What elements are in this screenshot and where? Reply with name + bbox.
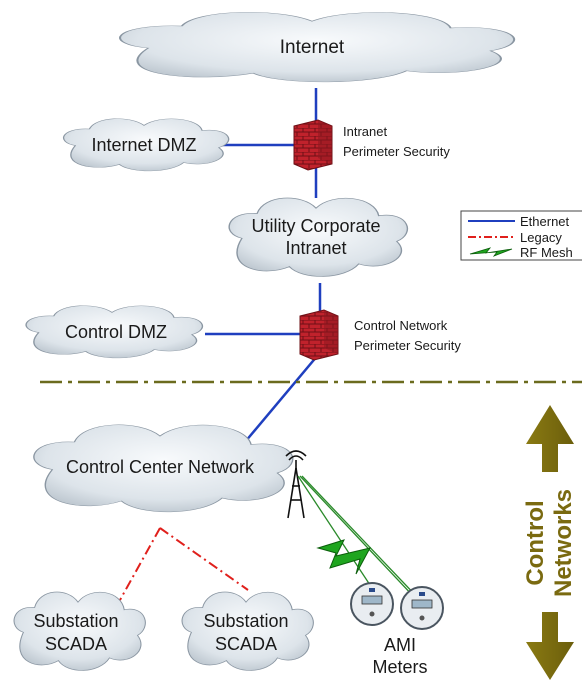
corporate-intranet-label-1: Utility Corporate [251,216,380,236]
radio-tower-icon [285,450,307,519]
substation-1-label-2: SCADA [45,634,107,654]
legend-legacy-label: Legacy [520,230,562,245]
control-firewall-label-2: Perimeter Security [354,338,461,353]
substation-2-label-2: SCADA [215,634,277,654]
internet-label: Internet [280,37,345,58]
substation-scada-cloud-2[interactable] [182,592,313,670]
substation-1-label-1: Substation [33,611,118,631]
ami-label-2: Meters [372,657,427,677]
intranet-firewall-label-1: Intranet [343,124,387,139]
zone-arrow-down-icon [526,612,574,680]
legend-rfmesh-label: RF Mesh [520,245,573,260]
control-firewall-icon[interactable] [299,309,339,361]
ami-meter-1-icon[interactable] [350,582,394,626]
control-center-label: Control Center Network [66,457,255,477]
ami-label-1: AMI [384,635,416,655]
rf-links [297,475,421,601]
intranet-firewall-label-2: Perimeter Security [343,144,450,159]
corporate-intranet-label-2: Intranet [285,238,346,258]
rf-lightning-icon [469,247,513,257]
legend: Ethernet Legacy RF Mesh [460,210,582,261]
control-firewall-label-1: Control Network [354,318,448,333]
rf-lightning-icon [316,539,371,575]
intranet-firewall-icon[interactable] [293,119,333,171]
legend-ethernet-label: Ethernet [520,214,570,229]
control-dmz-label: Control DMZ [65,322,167,342]
substation-2-label-1: Substation [203,611,288,631]
zone-label-line1: Control [522,500,549,585]
ami-meter-2-icon[interactable] [400,586,444,630]
internet-dmz-label: Internet DMZ [91,135,196,155]
substation-scada-cloud-1[interactable] [14,592,145,670]
zone-arrow-up-icon [526,405,574,472]
legacy-links [119,527,249,601]
zone-label-line2: Networks [550,489,577,597]
